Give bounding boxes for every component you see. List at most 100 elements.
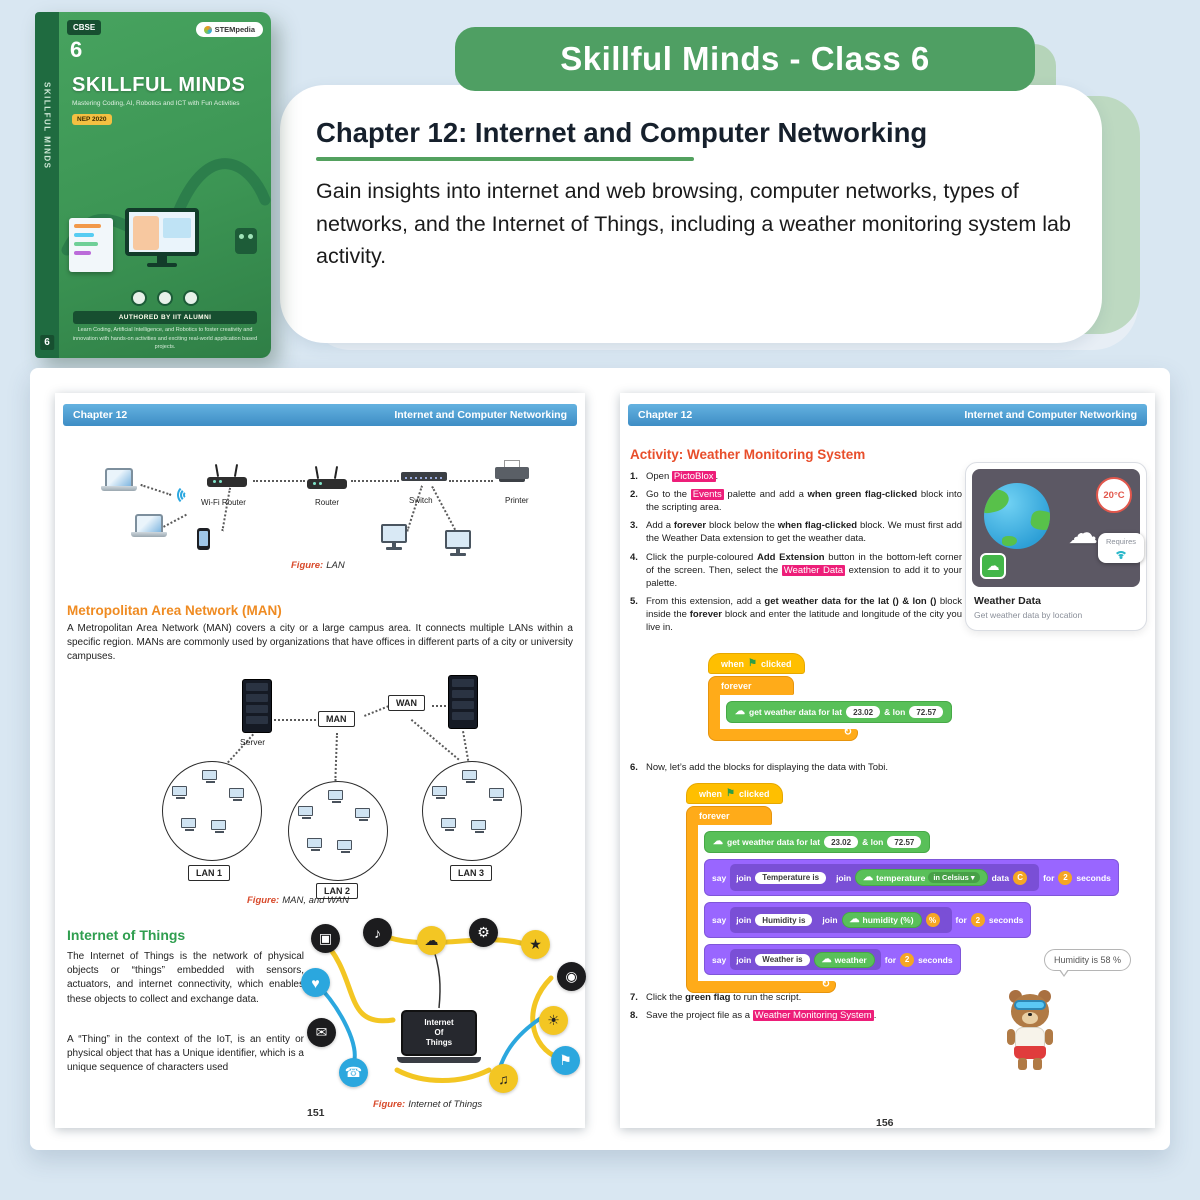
iot-center-line1: Internet <box>424 1018 454 1027</box>
connector-line <box>334 732 338 781</box>
nep-badge: NEP 2020 <box>72 114 112 125</box>
lan-circle <box>162 761 262 861</box>
iot-phone-icon: ☎ <box>339 1058 368 1087</box>
right-page-header: Chapter 12 Internet and Computer Network… <box>628 404 1147 426</box>
connector-line <box>221 487 231 532</box>
connector-line <box>140 484 172 496</box>
title-underline <box>316 157 694 161</box>
step-item: 5. From this extension, add a get weather… <box>630 595 962 634</box>
mini-computer-icon <box>432 786 448 799</box>
step-text: Open PictoBlox. <box>646 471 719 482</box>
step-number: 2. <box>630 489 638 501</box>
green-flag-icon: ⚑ <box>726 788 735 799</box>
spine-grade: 6 <box>40 335 54 350</box>
say-humidity-block: say join Humidity is join ☁ humidity (%) <box>704 902 1032 938</box>
step-text: From this extension, add a get weather d… <box>646 595 962 634</box>
forever-block: forever ☁ get weather data for lat 23.02… <box>686 806 1119 993</box>
script-small: when ⚑ clicked forever ☁ get weather dat… <box>708 653 953 741</box>
mini-computer-icon <box>229 788 245 801</box>
connector-line <box>274 719 316 721</box>
mini-computer-icon <box>202 770 218 783</box>
figure-caption-text: Internet of Things <box>408 1099 483 1110</box>
man-node: MAN <box>318 711 355 727</box>
figure-caption-prefix: Figure: <box>247 895 280 906</box>
extension-title: Weather Data <box>974 595 1041 607</box>
iot-gear-icon: ⚙ <box>469 918 498 947</box>
book-cover: SKILLFUL MINDS 6 CBSE 6 STEMpedia SKILLF… <box>35 12 271 358</box>
step-number: 8. <box>630 1010 638 1021</box>
iot-monitor-icon: ▣ <box>311 924 340 953</box>
step-number: 4. <box>630 551 638 563</box>
mini-computer-icon <box>489 788 505 801</box>
iot-center-laptop: Internet Of Things <box>397 1010 481 1063</box>
mini-computer-icon <box>355 808 371 821</box>
unit-value: C <box>1013 870 1028 885</box>
lan-circle <box>288 781 388 881</box>
lan2-label: LAN 2 <box>316 883 359 899</box>
say-weather-block: say join Weather is ☁ weather for <box>704 944 961 975</box>
grade-number: 6 <box>70 37 83 62</box>
step-text: Now, let’s add the blocks for displaying… <box>646 762 889 773</box>
connector-line <box>431 486 460 537</box>
left-page-header: Chapter 12 Internet and Computer Network… <box>63 404 577 426</box>
activity-heading: Activity: Weather Monitoring System <box>630 447 866 462</box>
iot-figure: ▣ ♪ ☁ ⚙ ★ ◉ ♥ ✉ ☎ ☀ ⚑ ♫ Internet Of Thin… <box>301 918 589 1094</box>
step-number: 5. <box>630 595 638 607</box>
lat-value: 23.02 <box>846 706 881 718</box>
forever-bottom: ↻ <box>708 727 858 741</box>
platform-icon <box>157 290 173 306</box>
connector-line <box>432 705 450 707</box>
step-item: 7. Click the green flag to run the scrip… <box>630 991 1120 1004</box>
mini-computer-icon <box>172 786 188 799</box>
requires-label: Requires <box>1105 537 1136 546</box>
tobi-speech-bubble: Humidity is 58 % <box>1044 949 1132 977</box>
header-chapter-title: Internet and Computer Networking <box>394 409 567 421</box>
header-chapter: Chapter 12 <box>638 409 693 421</box>
step-number: 7. <box>630 992 638 1003</box>
lat-value: 23.02 <box>824 836 859 848</box>
stempedia-logo: STEMpedia <box>195 22 263 37</box>
device-label: Switch <box>409 496 433 505</box>
step-text: Click the purple-coloured Add Extension … <box>646 551 962 589</box>
cover-footer-note: Learn Coding, Artificial Intelligence, a… <box>72 327 258 350</box>
join-block: join Temperature is join ☁ temperature i… <box>730 864 1040 891</box>
get-weather-data-block: ☁ get weather data for lat 23.02 & lon 7… <box>726 701 953 723</box>
figure-caption-prefix: Figure: <box>291 560 324 571</box>
step-text: Go to the Events palette and add a when … <box>646 489 962 514</box>
step-number: 6. <box>630 762 638 773</box>
iot-notes-icon: ♫ <box>489 1064 518 1093</box>
lon-value: 72.57 <box>909 706 944 718</box>
iot-flag-icon: ⚑ <box>551 1046 580 1075</box>
desktop-computer-icon <box>381 524 407 550</box>
iot-star-icon: ★ <box>521 930 550 959</box>
robot-graphic <box>235 228 257 254</box>
server-icon <box>448 675 478 729</box>
iot-heart-icon: ♥ <box>301 968 330 997</box>
iot-paragraph-1: The Internet of Things is the network of… <box>67 951 304 1005</box>
right-page: Chapter 12 Internet and Computer Network… <box>620 393 1155 1129</box>
platform-icon <box>183 290 199 306</box>
connector-line <box>406 485 423 532</box>
left-page: Chapter 12 Internet and Computer Network… <box>55 393 586 1128</box>
lan-figure: Wi-Fi Router Router Switch Printer Figur… <box>85 438 555 578</box>
forever-block: forever ☁ get weather data for lat 23.02… <box>708 676 953 741</box>
code-window-graphic <box>69 218 113 272</box>
desktop-computer-icon <box>445 530 471 556</box>
device-label: Router <box>315 498 340 507</box>
seconds-value: 2 <box>1058 870 1073 885</box>
banner-title: Skillful Minds - Class 6 <box>560 40 930 77</box>
book-subtitle: Mastering Coding, AI, Robotics and ICT w… <box>72 100 240 107</box>
lan1-label: LAN 1 <box>188 865 231 881</box>
join-block: join Humidity is join ☁ humidity (%) <box>730 907 952 933</box>
seconds-value: 2 <box>900 952 915 967</box>
loop-arrow-icon: ↻ <box>843 727 852 738</box>
cbse-badge: CBSE <box>67 20 102 35</box>
server-icon <box>242 679 272 733</box>
mini-computer-icon <box>307 838 323 851</box>
forever-spine <box>708 695 720 729</box>
connector-line <box>462 731 470 765</box>
pages-panel: Chapter 12 Internet and Computer Network… <box>30 368 1170 1150</box>
figure-caption-text: MAN, and WAN <box>282 895 350 906</box>
speech-bubble-tail <box>1059 968 1069 977</box>
lan3-label: LAN 3 <box>450 865 493 881</box>
